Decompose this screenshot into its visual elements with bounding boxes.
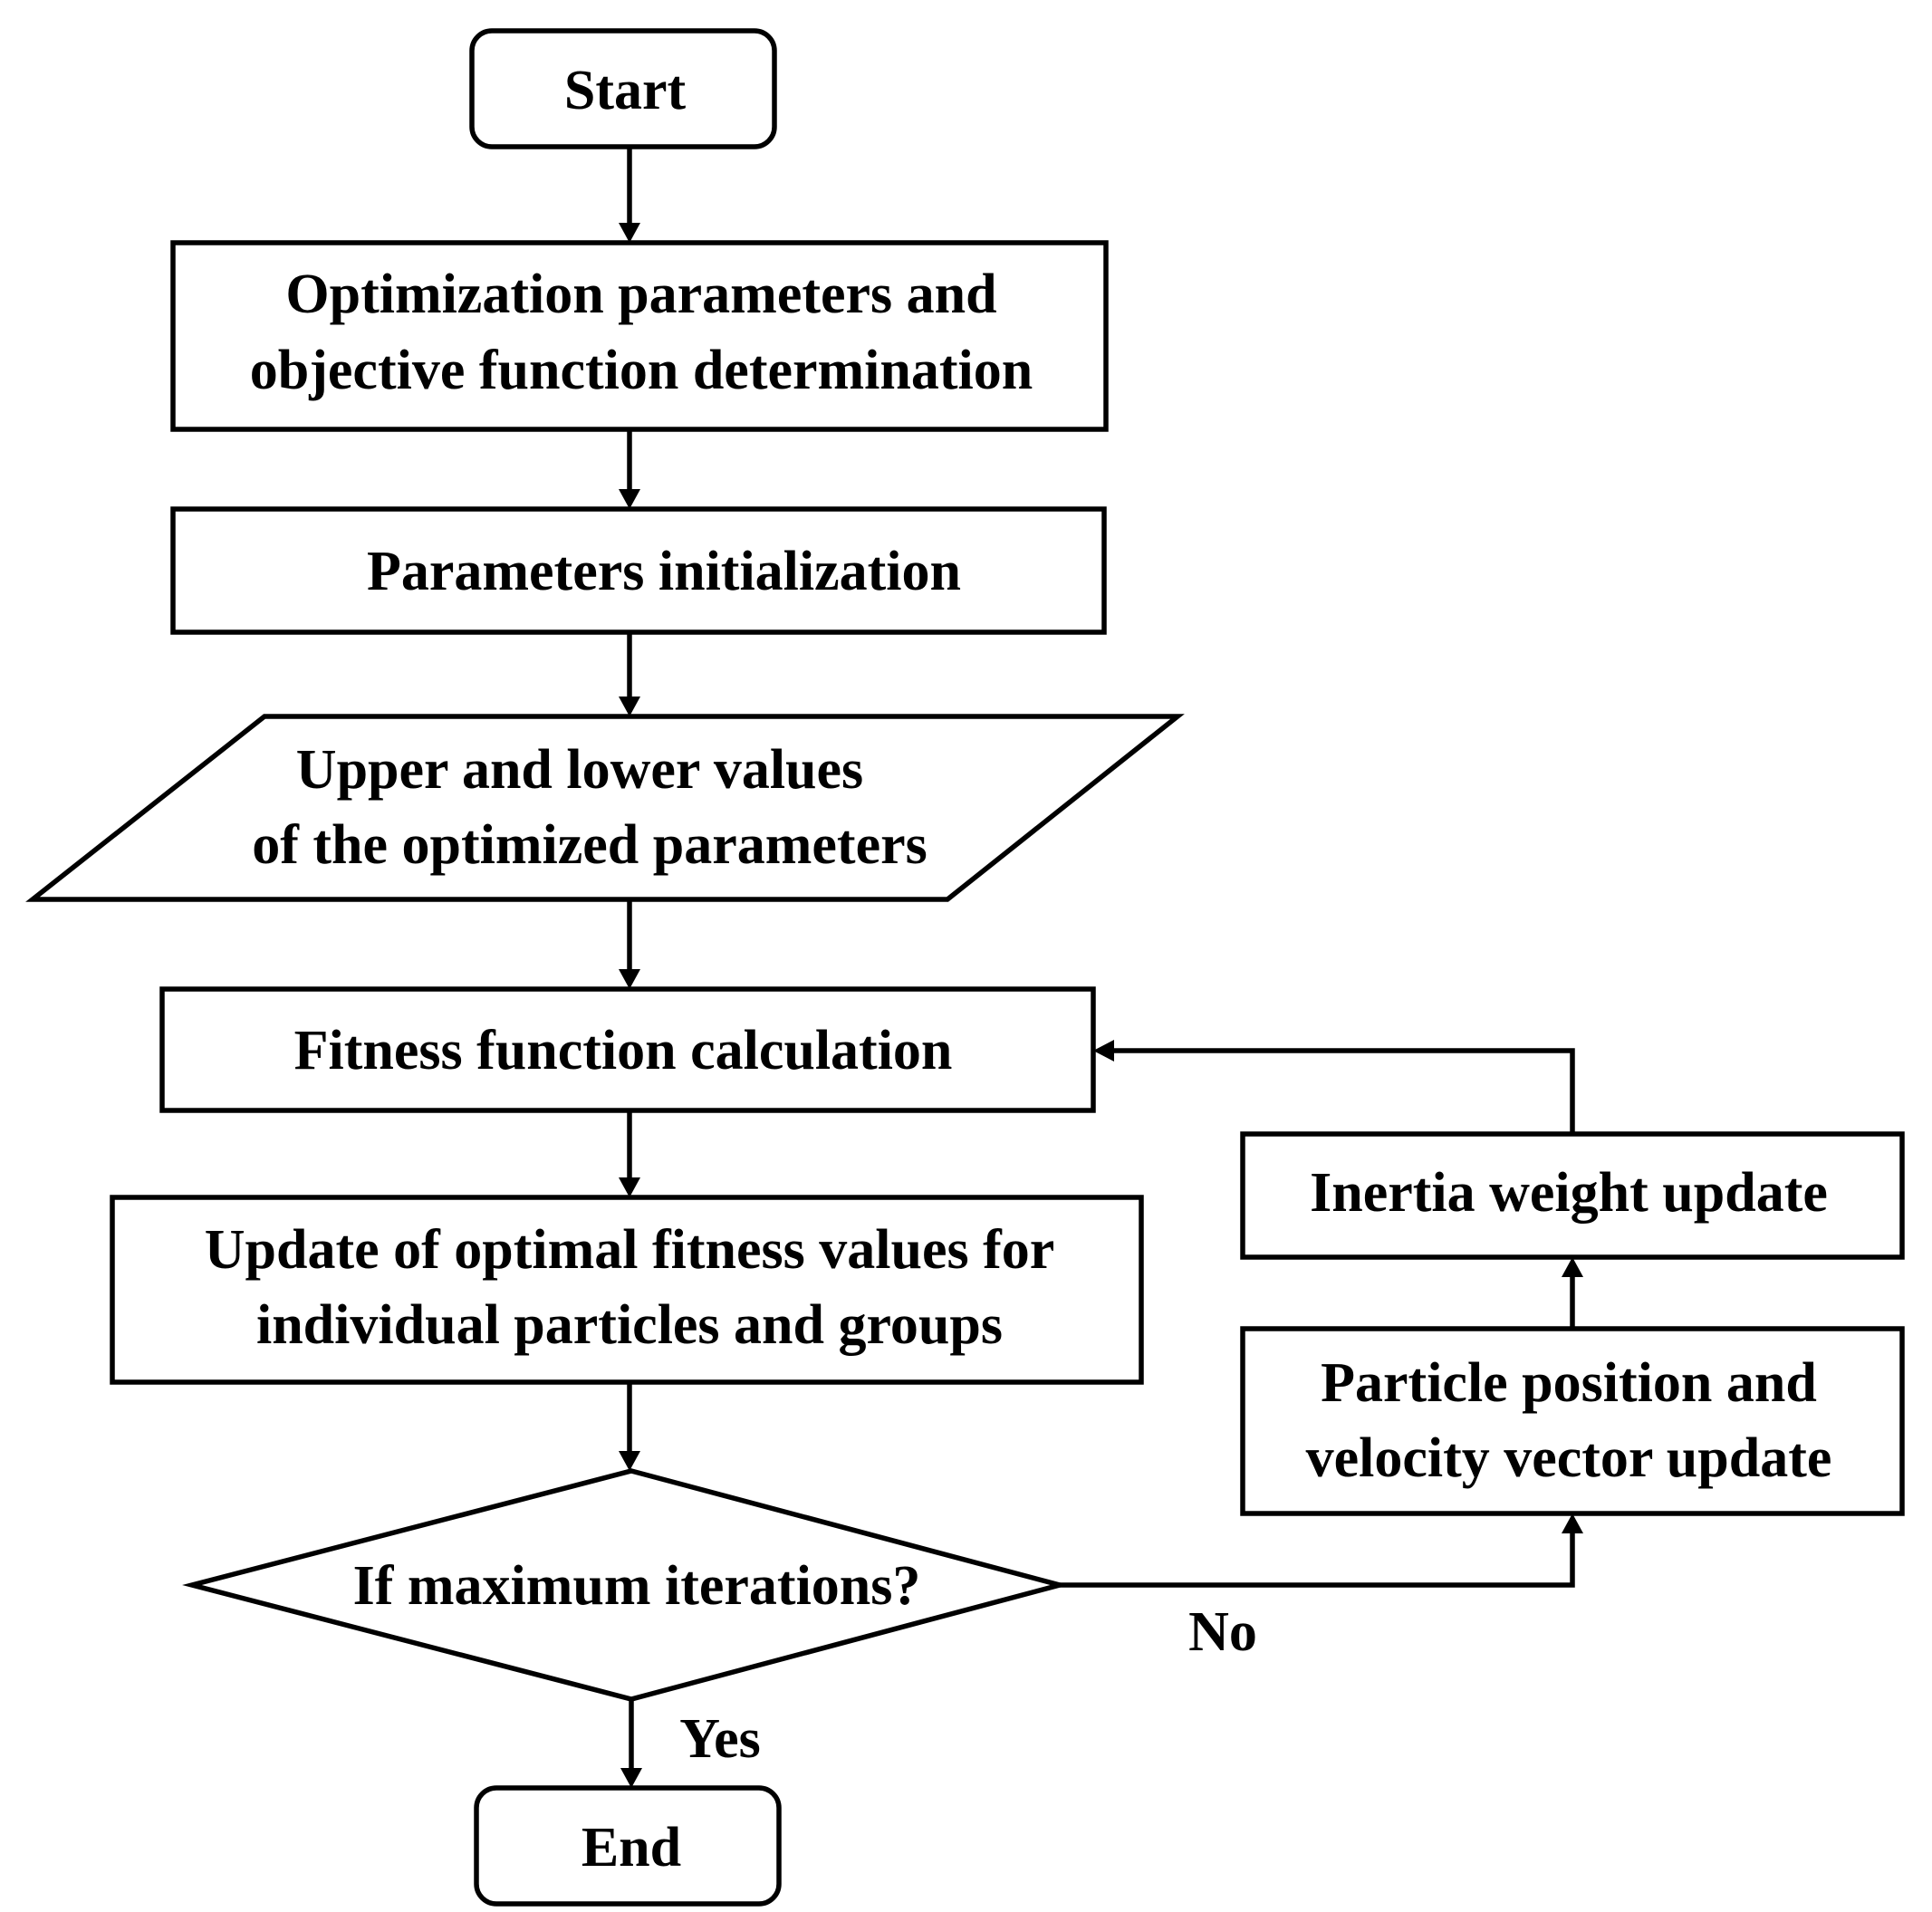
end-terminator — [474, 1785, 782, 1907]
objective-label-line-2: objective function determination — [250, 340, 1033, 401]
update-optimal-label-line-1: Update of optimal fitness values for — [205, 1219, 1055, 1281]
inertia-label: Inertia weight update — [1310, 1162, 1828, 1224]
particle-label-line-1: Particle position and — [1321, 1352, 1817, 1414]
update-optimal-label-line-2: individual particles and groups — [256, 1294, 1003, 1356]
arrowhead — [619, 969, 640, 989]
init-label: Parameters initialization — [367, 541, 961, 602]
start-terminator — [469, 28, 777, 149]
init-process-box — [170, 506, 1107, 635]
arrowhead — [1093, 1040, 1114, 1062]
arrowhead — [619, 697, 640, 716]
arrowhead — [619, 223, 640, 243]
bounds-io-parallelogram — [25, 714, 1185, 902]
start-label: Start — [564, 60, 687, 121]
fitness-process-box — [159, 986, 1096, 1113]
fitness-label: Fitness function calculation — [294, 1020, 953, 1081]
no-branch-label: No — [1188, 1601, 1257, 1663]
arrowhead — [620, 1768, 642, 1788]
objective-label-line-1: Optimization parameters and — [285, 264, 996, 325]
particle-label-line-2: velocity vector update — [1306, 1427, 1832, 1489]
arrowhead — [1562, 1257, 1583, 1277]
arrowhead — [619, 1451, 640, 1471]
objective-process-box — [170, 240, 1109, 432]
bounds-label-line-2: of the optimized parameters — [252, 814, 928, 876]
arrow-decision-to-particle — [1060, 1532, 1575, 1588]
end-label: End — [582, 1817, 681, 1878]
update-optimal-process-box — [110, 1195, 1144, 1385]
decision-label: If maximum iterations? — [353, 1555, 921, 1617]
arrow-inertia-to-fitness — [1114, 1048, 1575, 1134]
arrowhead — [1562, 1513, 1583, 1533]
arrowhead — [619, 489, 640, 509]
inertia-process-box — [1240, 1131, 1905, 1260]
arrowhead — [619, 1177, 640, 1197]
bounds-label-line-1: Upper and lower values — [296, 739, 863, 801]
yes-branch-label: Yes — [679, 1708, 761, 1770]
